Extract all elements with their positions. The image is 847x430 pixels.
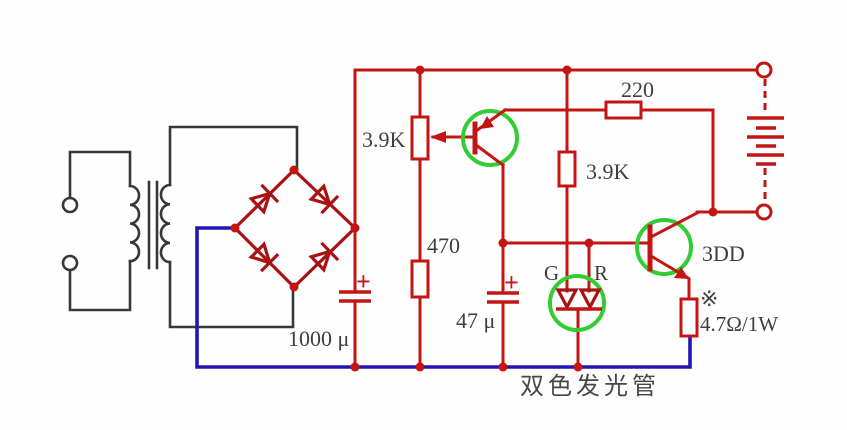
junction-collector-q2-node xyxy=(708,207,718,217)
led-green-diode-triangle xyxy=(555,288,579,311)
diode-bottom-right xyxy=(308,241,340,273)
resistor-470-body xyxy=(410,259,430,299)
ac-input-terminal-bottom xyxy=(61,254,79,272)
led-red-lead-label: R xyxy=(594,261,608,285)
resistor-47ohm-note-mark: ※ xyxy=(700,286,718,311)
diagram-caption: 双色发光管 xyxy=(520,373,660,400)
junction-led-red-node xyxy=(584,238,594,248)
junction-toprail-39k xyxy=(562,65,572,75)
junction-toprail-pot xyxy=(415,65,425,75)
transistor-q2-label: 3DD xyxy=(702,241,745,266)
potentiometer-label: 3.9K xyxy=(362,127,406,152)
transformer xyxy=(61,125,299,329)
transistor-q1-circle xyxy=(461,109,519,167)
resistor-39k: 3.9K xyxy=(557,150,630,188)
resistor-39k-label: 3.9K xyxy=(586,159,630,184)
junction-bridge-bottom xyxy=(289,282,299,292)
output-terminal-negative xyxy=(755,203,773,221)
capacitor-1000u: + 1000 μ xyxy=(288,267,371,351)
transformer-core xyxy=(147,180,159,270)
potentiometer-39k: 3.9K xyxy=(362,115,446,161)
primary-wire-bottom xyxy=(68,259,132,312)
resistor-47ohm-label: 4.7Ω/1W xyxy=(700,312,778,336)
resistor-39k-body xyxy=(557,150,577,188)
wire-220-down xyxy=(639,108,715,214)
negative-ground-rail xyxy=(195,226,692,369)
potentiometer-body xyxy=(410,115,430,161)
capacitor-47u-label: 47 μ xyxy=(456,308,495,333)
bridge-diamond xyxy=(232,167,358,290)
transistor-q2-circle xyxy=(635,218,693,276)
junction-bridge-right xyxy=(350,223,360,233)
transistor-q1-pnp xyxy=(461,107,519,168)
transistor-q2-collector xyxy=(648,210,700,240)
capacitor-1000u-plates xyxy=(339,290,371,303)
transistor-q2-emitter-arrow xyxy=(674,267,689,279)
led-green-lead-label: G xyxy=(544,261,559,285)
capacitor-47u-plates xyxy=(487,291,519,304)
capacitor-1000u-polarity: + xyxy=(356,267,371,296)
diode-bottom-left xyxy=(248,241,280,273)
led-red-diode-triangle xyxy=(578,288,602,311)
transistor-q1-collector xyxy=(473,142,506,168)
junction-ground-47u xyxy=(498,362,508,372)
resistor-470: 470 xyxy=(410,233,460,299)
diode-top-right xyxy=(308,183,340,215)
resistor-220: 220 xyxy=(604,77,654,120)
bridge-rectifier xyxy=(232,167,358,290)
transistor-q1-emitter-arrow xyxy=(480,116,494,129)
capacitor-47u-polarity: + xyxy=(504,268,519,297)
junction-ground-1000u xyxy=(350,362,360,372)
resistor-220-label: 220 xyxy=(621,77,654,102)
bicolor-led: G R xyxy=(544,261,608,332)
resistor-47ohm: ※ 4.7Ω/1W xyxy=(679,286,778,338)
junction-bridge-left xyxy=(230,223,240,233)
battery-cell-plates xyxy=(747,116,784,166)
capacitor-1000u-label: 1000 μ xyxy=(288,326,349,351)
junction-collector-node xyxy=(498,238,508,248)
primary-winding-coil xyxy=(128,184,141,263)
junction-ground-470 xyxy=(415,362,425,372)
output-terminal-positive xyxy=(755,61,773,79)
resistor-470-label: 470 xyxy=(427,233,460,258)
battery xyxy=(747,61,784,221)
potentiometer-wiper-arrow xyxy=(430,131,446,143)
junction-bridge-top xyxy=(289,165,299,175)
secondary-wire-bottom xyxy=(168,260,295,329)
junction-ground-led xyxy=(573,362,583,372)
resistor-220-body xyxy=(604,100,643,120)
secondary-winding-coil xyxy=(159,183,172,264)
primary-wire-top xyxy=(68,150,132,200)
ac-input-terminal-top xyxy=(61,196,79,214)
capacitor-47u: + 47 μ xyxy=(456,268,519,333)
secondary-wire-top xyxy=(168,125,299,187)
resistor-47ohm-body xyxy=(679,297,699,338)
diode-top-left xyxy=(248,183,280,215)
transistor-q2-npn: 3DD xyxy=(635,210,745,281)
bicolor-led-circle xyxy=(548,274,606,332)
junction-dots xyxy=(230,65,718,372)
